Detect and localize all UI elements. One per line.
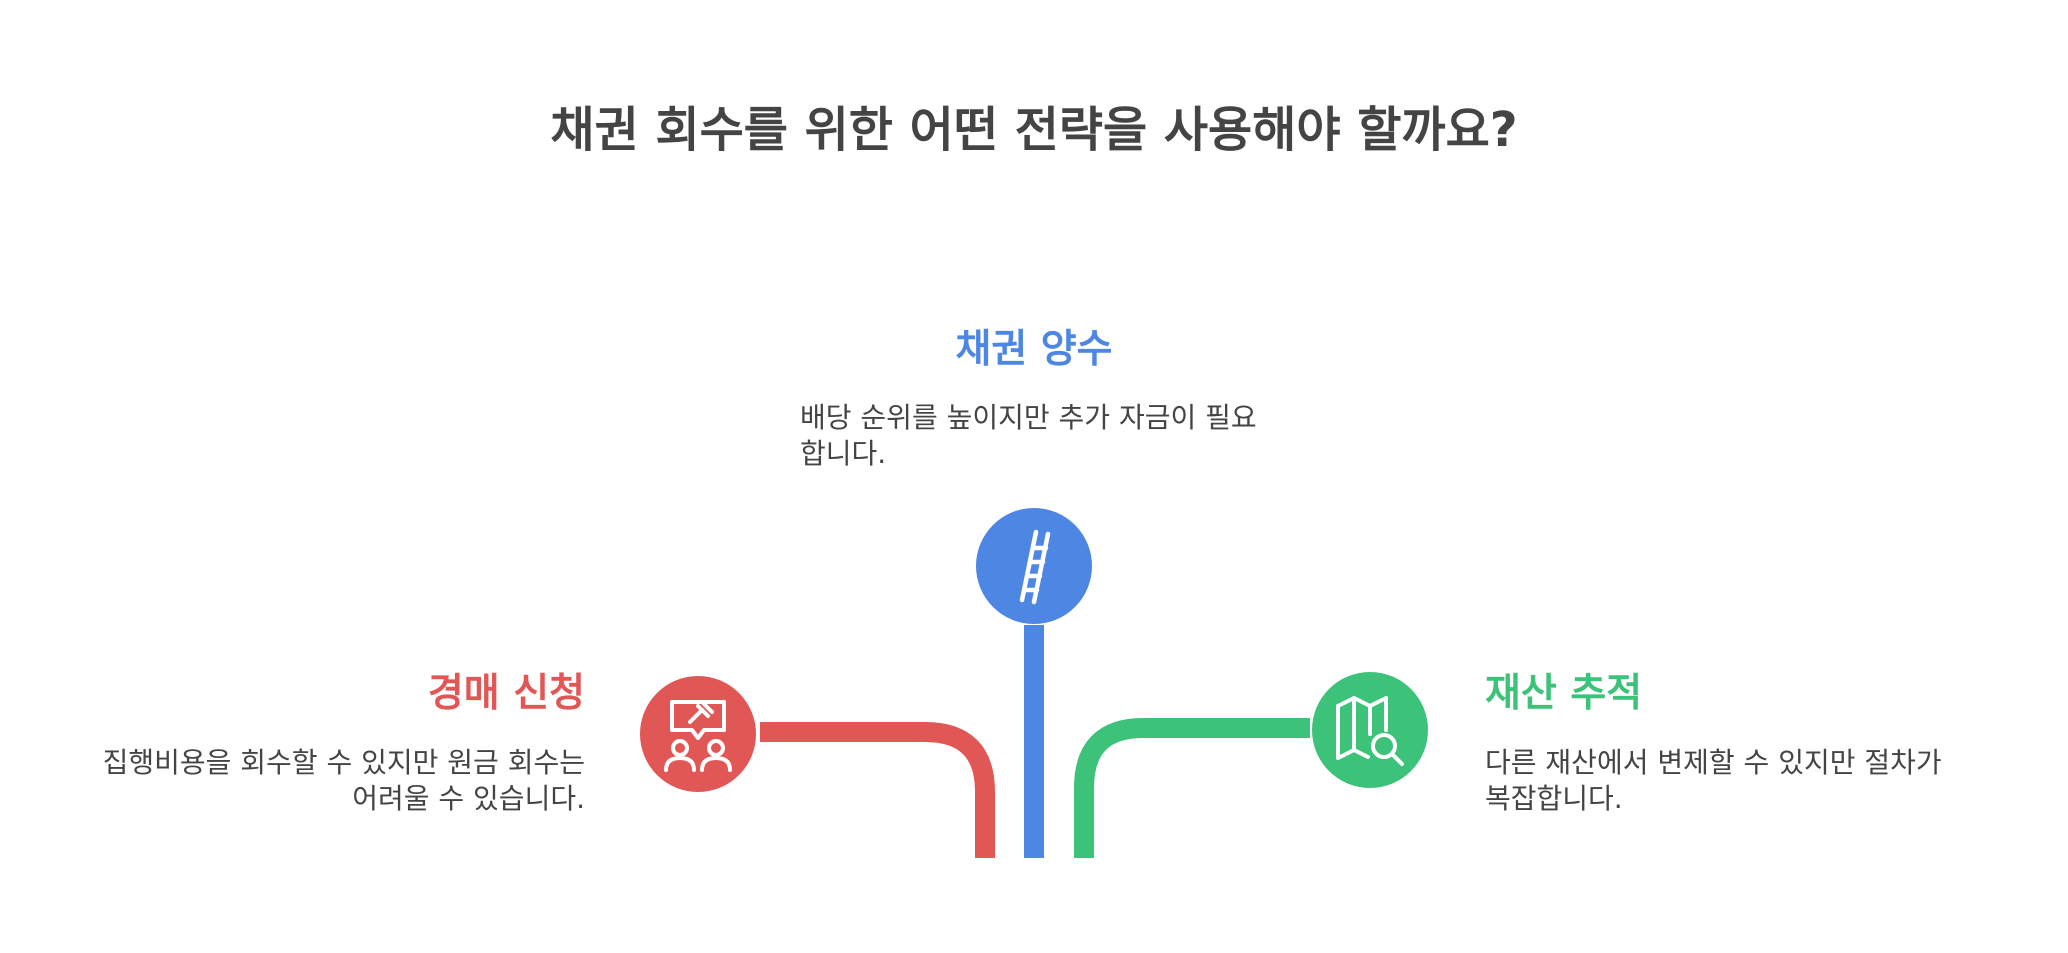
option-description-left: 집행비용을 회수할 수 있지만 원금 회수는 어려울 수 있습니다. (102, 746, 585, 815)
auction-people-icon (640, 676, 756, 792)
connector-line-left (760, 722, 995, 858)
map-search-icon (1312, 672, 1428, 788)
ladder-icon (976, 508, 1092, 624)
option-heading-left: 경매 신청 (427, 671, 585, 716)
option-heading-center: 채권 양수 (955, 327, 1113, 372)
diagram-title: 채권 회수를 위한 어떤 전략을 사용해야 할까요? (550, 102, 1518, 158)
option-description-center: 배당 순위를 높이지만 추가 자금이 필요합니다. (800, 401, 1257, 470)
option-description-right: 다른 재산에서 변제할 수 있지만 절차가 복잡합니다. (1485, 746, 1942, 815)
option-heading-right: 재산 추적 (1485, 671, 1643, 716)
connector-line-right (1074, 718, 1310, 858)
